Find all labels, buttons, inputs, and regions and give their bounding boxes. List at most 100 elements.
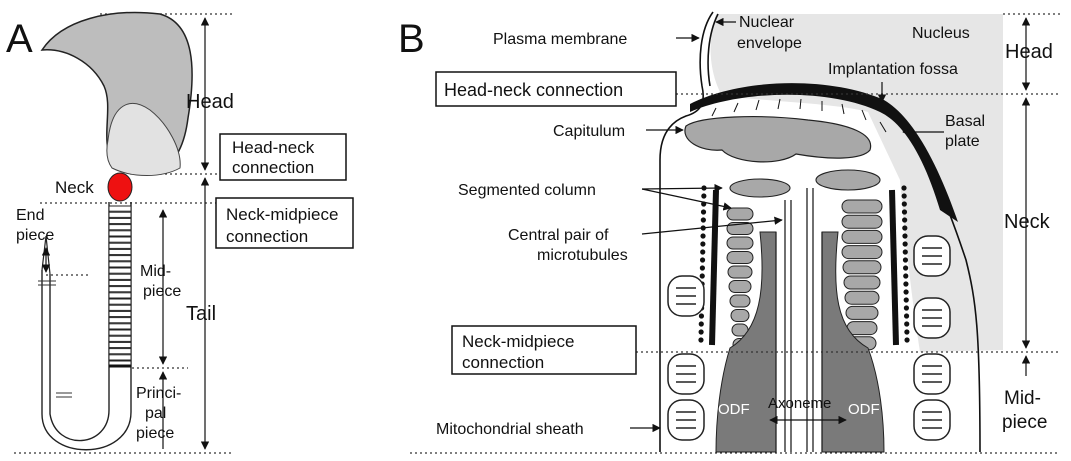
mitochondrion — [914, 236, 950, 276]
label-nucleus: Nucleus — [912, 25, 970, 42]
odf-left — [716, 232, 776, 452]
segment-right — [842, 200, 882, 213]
label-mitochondrial-sheath: Mitochondrial sheath — [436, 421, 584, 438]
box-neck-midpiece-line-1: Neck-midpiece — [226, 205, 338, 224]
segment-left — [727, 252, 753, 264]
label-capitulum: Capitulum — [553, 123, 625, 140]
label-basal-plate-line-1: Basal — [945, 113, 985, 130]
fiber-bead-right — [902, 209, 907, 214]
segment-left — [730, 295, 750, 307]
fiber-bead-left — [701, 217, 706, 222]
label-basal-plate-line-2: plate — [945, 133, 980, 150]
midpiece-ring — [109, 305, 131, 310]
axoneme-microtubules — [776, 188, 822, 452]
label-end-piece-line-1: End — [16, 207, 44, 224]
segment-right — [847, 322, 877, 335]
fiber-bead-right — [902, 225, 907, 230]
segmented-column-right — [842, 200, 882, 350]
midpiece-ring — [109, 293, 131, 298]
segment-left — [731, 310, 749, 322]
label-central-pair-line-2: microtubules — [537, 247, 628, 264]
segment-right — [842, 215, 882, 228]
label-principal-piece-line-1: Princi- — [136, 385, 181, 402]
midpiece-ring — [109, 324, 131, 329]
fiber-bead-right — [902, 193, 907, 198]
midpiece-ring — [109, 342, 131, 347]
midpiece-ring — [109, 249, 131, 254]
fiber-bead-right — [903, 281, 908, 286]
label-plasma-membrane: Plasma membrane — [493, 31, 627, 48]
fiber-bead-right — [902, 201, 907, 206]
label-principal-piece: Princi- pal piece — [136, 385, 186, 442]
region-head: Head — [1005, 41, 1053, 63]
segment-left — [729, 281, 751, 293]
box-b-head-neck-label: Head-neck connection — [444, 80, 623, 100]
fiber-bead-right — [904, 337, 909, 342]
midpiece-ring — [109, 237, 131, 242]
fiber-bead-right — [902, 217, 907, 222]
panel-a-letter: A — [6, 17, 33, 61]
fiber-bead-right — [904, 321, 909, 326]
mitochondrion — [668, 354, 704, 394]
label-end-piece-line-2: piece — [16, 227, 54, 244]
midpiece-ring — [109, 280, 131, 285]
fiber-bead-right — [903, 249, 908, 254]
label-odf-left: ODF — [718, 401, 750, 418]
box-head-neck-label: Head-neck connection — [232, 138, 319, 177]
segment-top-right — [816, 170, 880, 190]
box-neck-midpiece-line-2: connection — [226, 227, 308, 246]
mitochondrion — [914, 298, 950, 338]
segment-left — [728, 266, 752, 278]
midpiece-ring — [109, 349, 131, 354]
fiber-bead-left — [700, 241, 705, 246]
fiber-bead-right — [903, 241, 908, 246]
region-neck: Neck — [1004, 211, 1051, 233]
midpiece-ring — [109, 231, 131, 236]
region-midpiece-line-2: piece — [1002, 412, 1047, 433]
label-midpiece: Mid- piece — [140, 263, 181, 300]
segment-left — [727, 237, 753, 249]
fiber-bead-left — [701, 193, 706, 198]
midpiece-ring — [109, 355, 131, 360]
label-implantation-fossa: Implantation fossa — [828, 61, 958, 78]
midpiece-ring — [109, 256, 131, 261]
segment-right — [846, 306, 878, 319]
segment-top-left — [730, 179, 790, 197]
midpiece-ring — [109, 318, 131, 323]
fiber-bead-right — [904, 297, 909, 302]
region-midpiece-line-1: Mid- — [1004, 388, 1041, 409]
fiber-bead-left — [701, 209, 706, 214]
label-principal-piece-line-3: piece — [136, 425, 174, 442]
panel-a: A H — [6, 13, 353, 454]
fiber-bead-right — [904, 305, 909, 310]
fiber-bead-right — [903, 273, 908, 278]
box-head-neck-line-2: connection — [232, 158, 314, 177]
label-nuclear-envelope-line-2: envelope — [737, 35, 802, 52]
fiber-bead-left — [700, 273, 705, 278]
label-neck: Neck — [55, 178, 94, 197]
label-head: Head — [186, 91, 234, 113]
neck-region — [108, 173, 132, 201]
fiber-bead-right — [901, 185, 906, 190]
label-central-pair-line-1: Central pair of — [508, 227, 609, 244]
label-central-pair: Central pair of microtubules — [508, 227, 628, 264]
midpiece-ring — [109, 336, 131, 341]
fiber-bead-right — [903, 257, 908, 262]
label-principal-piece-line-2: pal — [145, 405, 166, 422]
segment-right — [842, 246, 882, 259]
midpiece-ring — [109, 262, 131, 267]
mitochondrion — [668, 276, 704, 316]
segment-right — [844, 276, 880, 289]
midpiece-ring — [109, 274, 131, 279]
midpiece-ring — [109, 212, 131, 217]
panel-b-letter: B — [398, 17, 425, 61]
label-midpiece-line-2: piece — [143, 283, 181, 300]
fiber-bead-left — [699, 313, 704, 318]
outer-fiber-right — [892, 190, 896, 345]
fiber-bead-left — [700, 249, 705, 254]
region-midpiece: Mid- piece — [1002, 388, 1047, 433]
mitochondrion — [668, 400, 704, 440]
label-midpiece-line-1: Mid- — [140, 263, 171, 280]
